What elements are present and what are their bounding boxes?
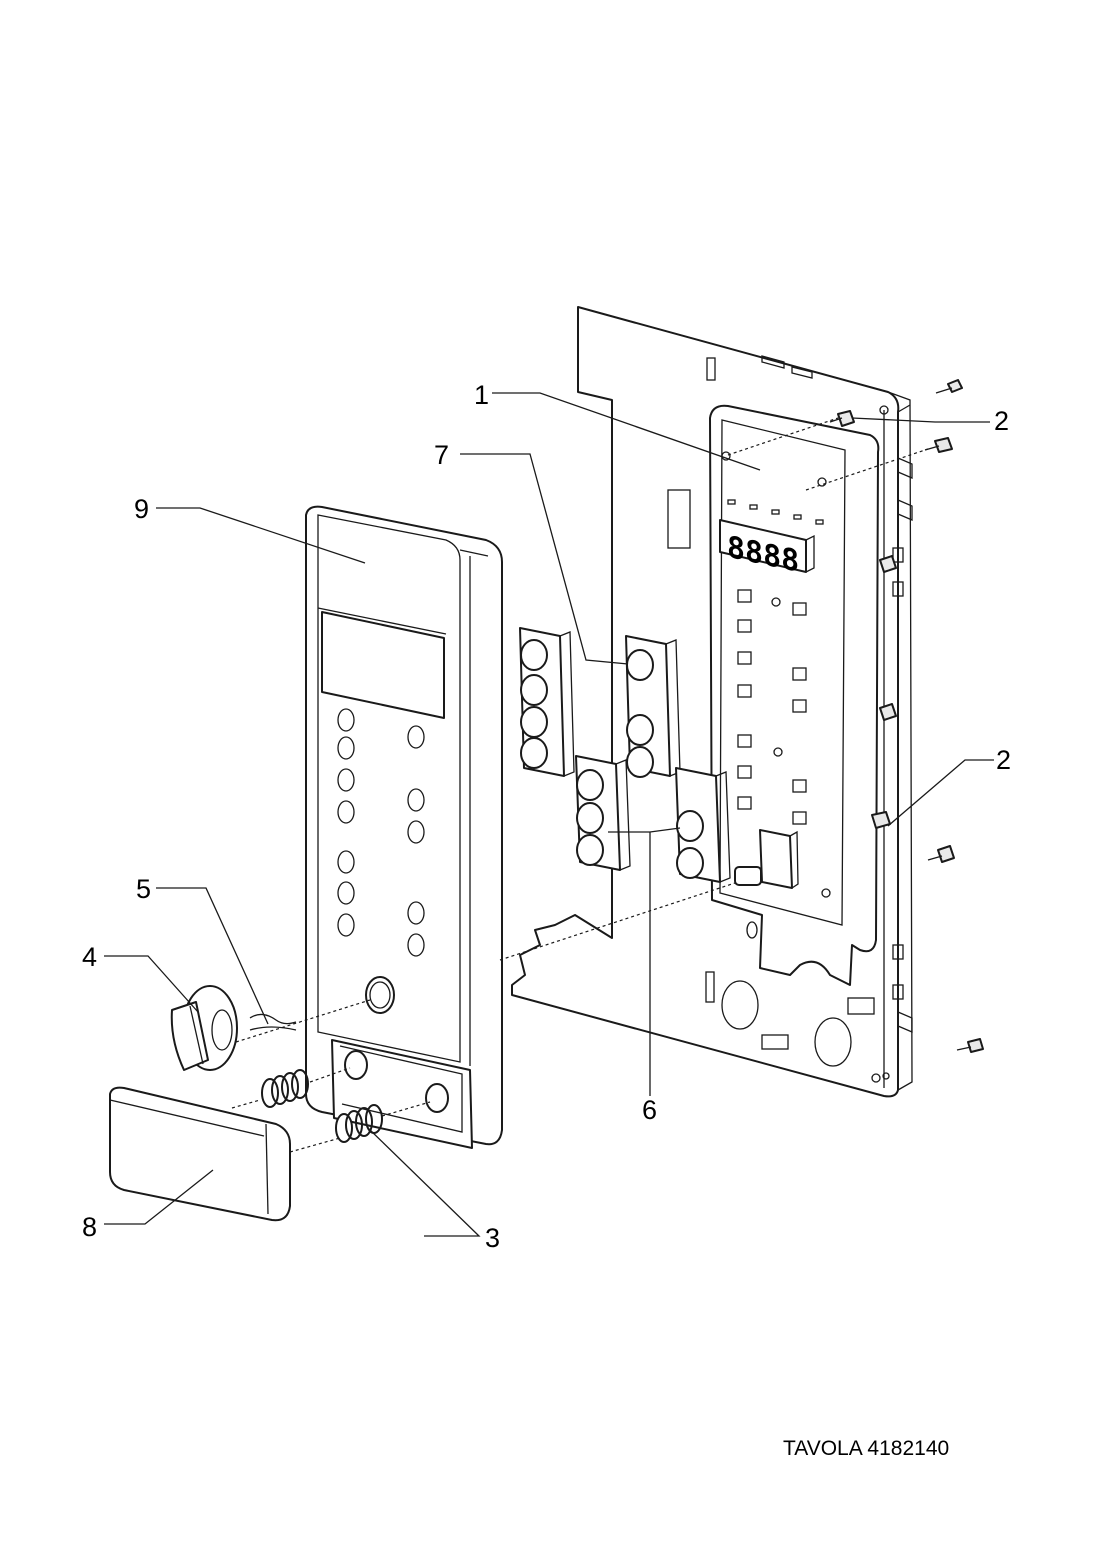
screw-bottom bbox=[956, 1038, 984, 1053]
rotary-encoder bbox=[734, 829, 799, 889]
plate-id-label: TAVOLA 4182140 bbox=[783, 1437, 950, 1460]
key-block-upper-right bbox=[625, 635, 681, 778]
panel-button-holes bbox=[337, 708, 425, 957]
callout-7: 7 bbox=[434, 440, 449, 470]
springs bbox=[261, 1069, 383, 1143]
leader-lines bbox=[104, 392, 994, 1237]
control-board-pcb: 8888 bbox=[709, 404, 880, 986]
spring-clip bbox=[249, 1013, 297, 1031]
spring-upper bbox=[261, 1069, 309, 1108]
screw-top-3 bbox=[924, 437, 953, 453]
key-block-lower-left bbox=[575, 755, 631, 871]
callout-5: 5 bbox=[136, 874, 151, 904]
screw-mid-3 bbox=[871, 811, 891, 829]
callout-4: 4 bbox=[82, 942, 97, 972]
tactile-switches bbox=[737, 589, 807, 825]
callout-1: 1 bbox=[474, 380, 489, 410]
screw-top-1 bbox=[935, 379, 963, 394]
screw-mid-2 bbox=[879, 703, 897, 721]
assembly-axes bbox=[231, 417, 929, 1153]
callout-9: 9 bbox=[134, 494, 149, 524]
callout-2-right: 2 bbox=[996, 745, 1011, 775]
key-block-upper-left bbox=[519, 627, 575, 777]
control-knob bbox=[170, 985, 238, 1071]
callout-8: 8 bbox=[82, 1212, 97, 1242]
screw-right bbox=[927, 845, 955, 863]
screw-mid-1 bbox=[879, 555, 897, 573]
spring-lower bbox=[335, 1104, 383, 1143]
callout-6: 6 bbox=[642, 1095, 657, 1125]
key-block-lower-right bbox=[675, 767, 731, 883]
callout-labels: 1 2 2 3 4 5 6 7 8 9 bbox=[82, 380, 1011, 1253]
door-release-button bbox=[109, 1086, 291, 1222]
front-control-panel bbox=[305, 505, 503, 1149]
screw-top-2 bbox=[829, 410, 855, 427]
callout-3: 3 bbox=[485, 1223, 500, 1253]
callout-2-top: 2 bbox=[994, 406, 1009, 436]
screws bbox=[829, 379, 984, 1053]
